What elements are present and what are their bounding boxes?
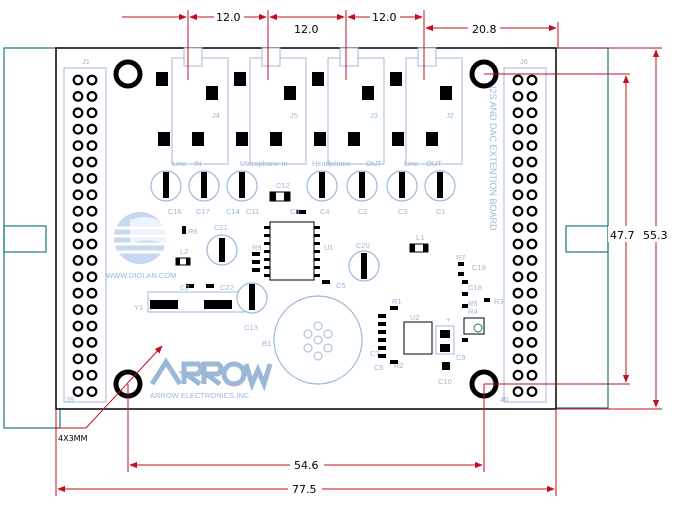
arrow-company: ARROW ELECTRONICS,INC. xyxy=(150,391,251,400)
j1-header-frame xyxy=(63,67,107,403)
label-r4: R4 xyxy=(468,307,478,316)
audio-jacks xyxy=(156,47,463,165)
dim-bottom-outer: 77.5 xyxy=(292,483,317,496)
dim-top-3: 12.0 xyxy=(372,11,397,24)
dim-top-1: 12.0 xyxy=(216,11,241,24)
label-j1: J1 xyxy=(82,57,90,66)
label-c2: C2 xyxy=(358,207,368,216)
label-j3: J3 xyxy=(370,111,378,120)
label-c13: C13 xyxy=(244,323,258,332)
label-c10: C10 xyxy=(438,377,452,386)
jack-label-headphone: Headphone xyxy=(312,159,351,168)
label-c1: C1 xyxy=(436,207,446,216)
label-c9: C9 xyxy=(456,353,466,362)
label-j4: J4 xyxy=(212,111,220,120)
label-b1: B1 xyxy=(262,339,271,348)
label-r1: R1 xyxy=(392,297,402,306)
label-j6: J6 xyxy=(520,57,528,66)
label-u2: U2 xyxy=(410,313,420,322)
label-c19: C19 xyxy=(472,263,486,272)
arrow-logo xyxy=(149,357,273,392)
u2-chip xyxy=(403,321,433,355)
label-l2: L2 xyxy=(180,247,188,256)
svg-text:C2: C2 xyxy=(180,283,190,292)
label-l1: L1 xyxy=(416,233,424,242)
jack-label-out1: OUT xyxy=(366,159,382,168)
hole-note: 4X3MM xyxy=(58,434,88,443)
diolan-logo xyxy=(114,212,168,264)
label-pin39: 39 xyxy=(66,395,74,404)
label-c17: C17 xyxy=(196,207,210,216)
label-c22: C22 xyxy=(220,283,234,292)
label-c20: C20 xyxy=(356,241,370,250)
dim-top-2: 12.0 xyxy=(294,23,319,36)
label-pin40: 40 xyxy=(500,395,508,404)
jack-label-in: IN xyxy=(194,159,202,168)
label-j5: J5 xyxy=(290,111,298,120)
label-c6: C6 xyxy=(374,363,384,372)
label-c8: C8 xyxy=(290,207,300,216)
j6-header-frame xyxy=(503,67,547,403)
label-c14: C14 xyxy=(226,207,240,216)
label-c4: C4 xyxy=(320,207,330,216)
jack-label-out2: OUT xyxy=(426,159,442,168)
u1-chip xyxy=(269,221,315,281)
label-r5: R5 xyxy=(468,299,478,308)
label-r6: R6 xyxy=(188,227,198,236)
label-r9: R9 xyxy=(252,243,262,252)
dim-top-4: 20.8 xyxy=(472,23,497,36)
label-j2: J2 xyxy=(446,111,454,120)
label-c18: C18 xyxy=(468,283,482,292)
diolan-url: WWW.DIOLAN.COM xyxy=(106,271,176,280)
label-c21: C21 xyxy=(214,223,228,232)
svg-text:+: + xyxy=(446,315,451,324)
dim-right-inner: 47.7 xyxy=(610,229,635,242)
label-c5: C5 xyxy=(336,281,346,290)
label-r7: R7 xyxy=(456,253,466,262)
j1-pins xyxy=(72,74,98,398)
jack-label-line2: Line xyxy=(404,159,418,168)
jack-label-mic: Microphone In xyxy=(240,159,288,168)
label-c12: C12 xyxy=(276,181,290,190)
label-c7: C7 xyxy=(370,349,380,358)
label-u1: U1 xyxy=(324,243,334,252)
dim-right-outer: 55.3 xyxy=(643,229,668,242)
buzzer-b1 xyxy=(273,295,363,385)
label-c11: C11 xyxy=(246,207,259,216)
label-c3: C3 xyxy=(398,207,408,216)
j6-pins xyxy=(512,74,538,398)
label-r3: R3 xyxy=(494,297,504,306)
dim-bottom-inner: 54.6 xyxy=(294,459,319,472)
board-title: I2S AND DAC EXTENTION BOARD xyxy=(488,86,498,231)
label-r2: R2 xyxy=(394,361,404,370)
jack-label-line: Line xyxy=(172,159,186,168)
capacitor-row xyxy=(150,170,456,214)
label-y1: Y1 xyxy=(134,303,143,312)
left-header-outline xyxy=(3,47,61,429)
label-c16: C16 xyxy=(168,207,182,216)
